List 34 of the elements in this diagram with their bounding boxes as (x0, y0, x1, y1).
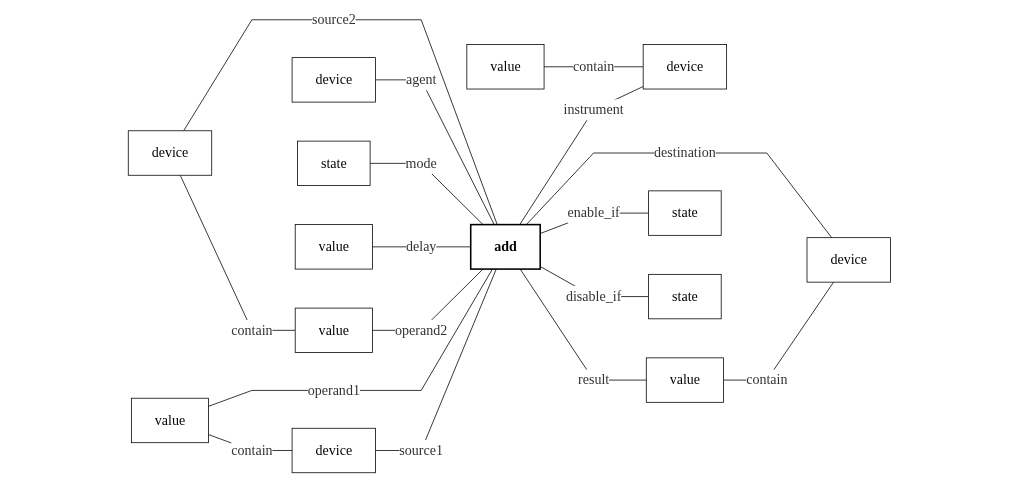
connector (374, 79, 495, 225)
node-box: device (291, 427, 376, 474)
node-box: add (469, 223, 541, 270)
node-box: device (127, 130, 212, 176)
node-box: device (642, 44, 727, 90)
edge-label: destination (653, 144, 716, 161)
connector (519, 86, 644, 225)
edge-label: contain (230, 322, 273, 338)
edge-label: delay (405, 238, 437, 255)
node-box: value (466, 44, 545, 90)
node-box: state (647, 190, 722, 236)
edge-label: mode (405, 155, 437, 171)
edge-label: contain (572, 58, 614, 75)
connector (525, 152, 832, 239)
edge-label: contain (230, 442, 273, 458)
node-box: value (130, 397, 209, 444)
edge-label: operand1 (307, 382, 360, 398)
node-box: device (806, 237, 891, 283)
edge-label: source1 (398, 442, 443, 458)
edge-label: result (577, 371, 609, 388)
node-box: value (645, 357, 724, 403)
edge-label: source2 (311, 11, 356, 28)
edge-label: operand2 (394, 322, 447, 338)
edge-label: disable_if (565, 288, 621, 304)
edge-label: agent (405, 71, 437, 88)
edge-label: enable_if (567, 204, 620, 221)
node-box: state (647, 273, 722, 320)
node-box: value (294, 307, 373, 353)
edge-label: instrument (563, 101, 624, 118)
node-box: value (294, 224, 373, 270)
node-box: device (291, 57, 376, 103)
node-box: state (296, 140, 371, 186)
connector (374, 268, 497, 451)
edge-label: contain (745, 371, 788, 388)
